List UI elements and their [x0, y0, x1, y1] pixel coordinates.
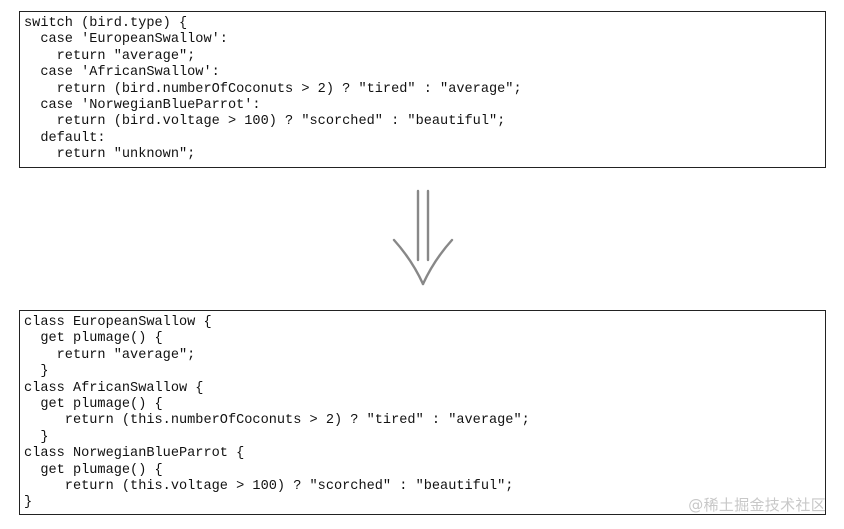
double-down-arrow-icon — [392, 189, 454, 286]
code-line: return "average"; — [24, 347, 196, 363]
code-line: return "unknown"; — [24, 147, 196, 163]
code-line: case 'EuropeanSwallow': — [24, 32, 228, 48]
code-line: class NorwegianBlueParrot { — [24, 446, 245, 462]
code-line: } — [24, 364, 49, 380]
code-line: return "average"; — [24, 48, 196, 64]
after-code-block: class EuropeanSwallow { get plumage() { … — [19, 310, 826, 515]
code-line: case 'NorwegianBlueParrot': — [24, 97, 261, 113]
code-line: return (bird.voltage > 100) ? "scorched"… — [24, 114, 506, 130]
code-line: return (this.numberOfCoconuts > 2) ? "ti… — [24, 413, 530, 429]
code-line: default: — [24, 130, 106, 146]
before-code-block: switch (bird.type) { case 'EuropeanSwall… — [19, 11, 826, 168]
code-line: return (this.voltage > 100) ? "scorched"… — [24, 478, 514, 494]
watermark: @稀土掘金技术社区 — [688, 496, 826, 514]
code-line: class EuropeanSwallow { — [24, 315, 212, 330]
code-line: } — [24, 429, 49, 445]
code-line: return (bird.numberOfCoconuts > 2) ? "ti… — [24, 81, 522, 97]
code-line: switch (bird.type) { — [24, 16, 188, 31]
code-line: get plumage() { — [24, 331, 163, 347]
code-line: get plumage() { — [24, 396, 163, 412]
code-line: class AfricanSwallow { — [24, 380, 204, 396]
code-line: get plumage() { — [24, 462, 163, 478]
code-line: } — [24, 495, 33, 511]
code-line: case 'AfricanSwallow': — [24, 65, 220, 81]
